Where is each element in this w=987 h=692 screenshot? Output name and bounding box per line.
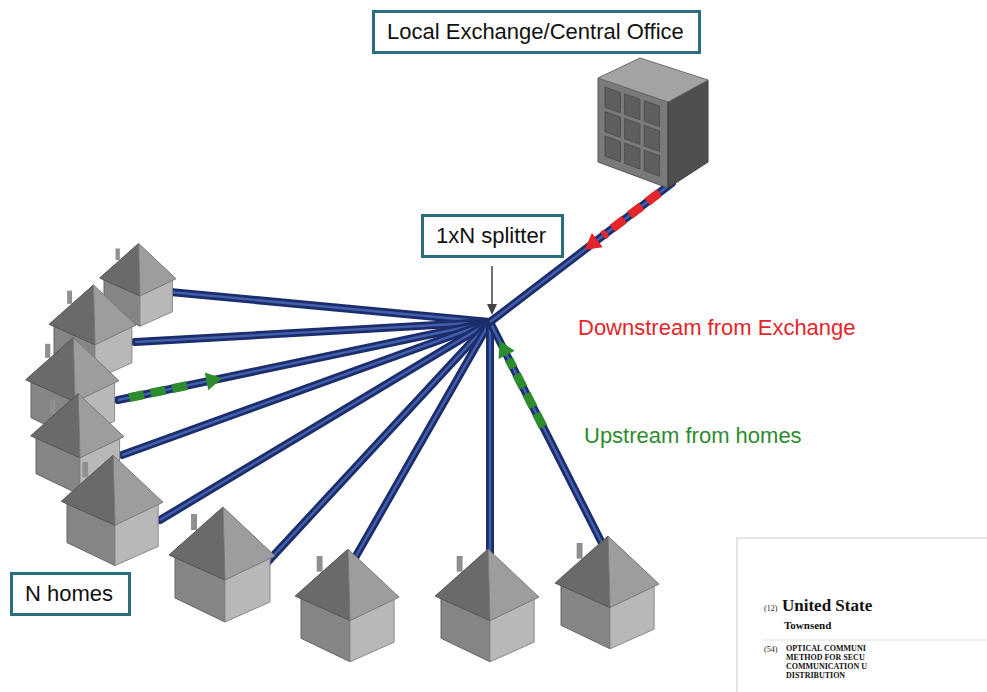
building-window: [644, 150, 659, 176]
box-label: N homes: [25, 581, 116, 606]
house-icon: [435, 549, 539, 662]
house-roof: [488, 549, 539, 621]
flow-arrow-head: [585, 233, 603, 250]
exchange-box: Local Exchange/Central Office: [372, 10, 701, 54]
house-chimney: [50, 400, 55, 414]
house-roof: [26, 338, 75, 402]
house-icon: [169, 507, 275, 622]
house-roof: [100, 243, 140, 296]
patent-title-line: METHOD FOR SECU: [786, 654, 865, 663]
building-window: [625, 119, 640, 145]
house-roof: [169, 507, 225, 580]
building-window: [625, 94, 640, 120]
house-chimney: [457, 556, 463, 572]
leader-head: [487, 304, 497, 315]
house-roof: [113, 455, 163, 525]
flow-arrow-body: [129, 384, 192, 397]
fiber-line: [160, 322, 490, 520]
patent-title-line: COMMUNICATION U: [786, 663, 867, 672]
house-roof: [78, 394, 124, 458]
patent-field-number: (54): [764, 646, 777, 655]
house-roof: [348, 549, 399, 621]
patent-title-line: OPTICAL COMMUNI: [786, 645, 866, 654]
house-roof: [295, 549, 350, 621]
flow-arrow-head: [499, 341, 515, 359]
house-roof: [608, 536, 659, 608]
flow-arrow-head: [205, 373, 223, 391]
house-roof: [223, 507, 275, 580]
building-window: [644, 101, 659, 127]
house-chimney: [317, 556, 323, 572]
fiber-line: [348, 322, 490, 570]
house-icon: [295, 549, 399, 662]
building-windows: [605, 87, 660, 176]
flow-arrow-body: [603, 193, 659, 236]
fiber-line: [486, 322, 494, 570]
box-label: 1xN splitter: [436, 223, 549, 248]
box-label: Local Exchange/Central Office: [387, 19, 686, 44]
house-icon: [61, 455, 163, 565]
house-chimney: [191, 514, 197, 530]
splitter-pointer: [487, 266, 497, 315]
house-roof: [139, 243, 176, 296]
patent-page: [737, 538, 987, 692]
house-chimney: [67, 291, 72, 304]
house-roof: [49, 285, 95, 345]
patent-title-line: DISTRIBUTION: [786, 672, 845, 681]
leader-line: [491, 266, 493, 306]
fiber-highlight: [348, 322, 490, 570]
fiber-highlight: [160, 322, 490, 520]
house-chimney: [116, 248, 120, 260]
building-window: [605, 87, 620, 113]
house-chimney: [82, 462, 88, 477]
fiber-highlight: [170, 292, 490, 322]
patent-heading: United State: [782, 597, 872, 616]
building-window: [605, 112, 620, 138]
fiber-highlight: [489, 322, 492, 570]
patent-rule: [762, 640, 987, 641]
patent-clip: [737, 538, 987, 692]
house-roof: [61, 455, 115, 525]
fiber-line: [262, 322, 490, 568]
patent-inventor: Townsend: [784, 619, 831, 631]
flow-label: Upstream from homes: [584, 424, 802, 448]
house-chimney: [577, 543, 583, 559]
house-roof: [31, 394, 80, 458]
house-roof: [435, 549, 490, 621]
fiber-highlight: [262, 322, 490, 568]
building-window: [605, 136, 620, 162]
house-roof: [73, 338, 119, 402]
house-icon: [555, 536, 659, 649]
exchange-building: [598, 58, 708, 188]
fiber-line: [170, 292, 490, 322]
fiber-lines: [118, 183, 672, 570]
building-window: [644, 125, 659, 151]
building-window: [625, 143, 640, 169]
flow-label: Downstream from Exchange: [578, 316, 856, 340]
house-roof: [93, 285, 136, 345]
house-chimney: [45, 344, 50, 358]
house-roof: [555, 536, 610, 608]
homes-box: N homes: [10, 572, 131, 616]
flow-arrow-body: [509, 359, 543, 427]
patent-field-number: (12): [764, 605, 777, 614]
flow-arrows: [129, 193, 659, 427]
splitter-box: 1xN splitter: [421, 214, 564, 258]
